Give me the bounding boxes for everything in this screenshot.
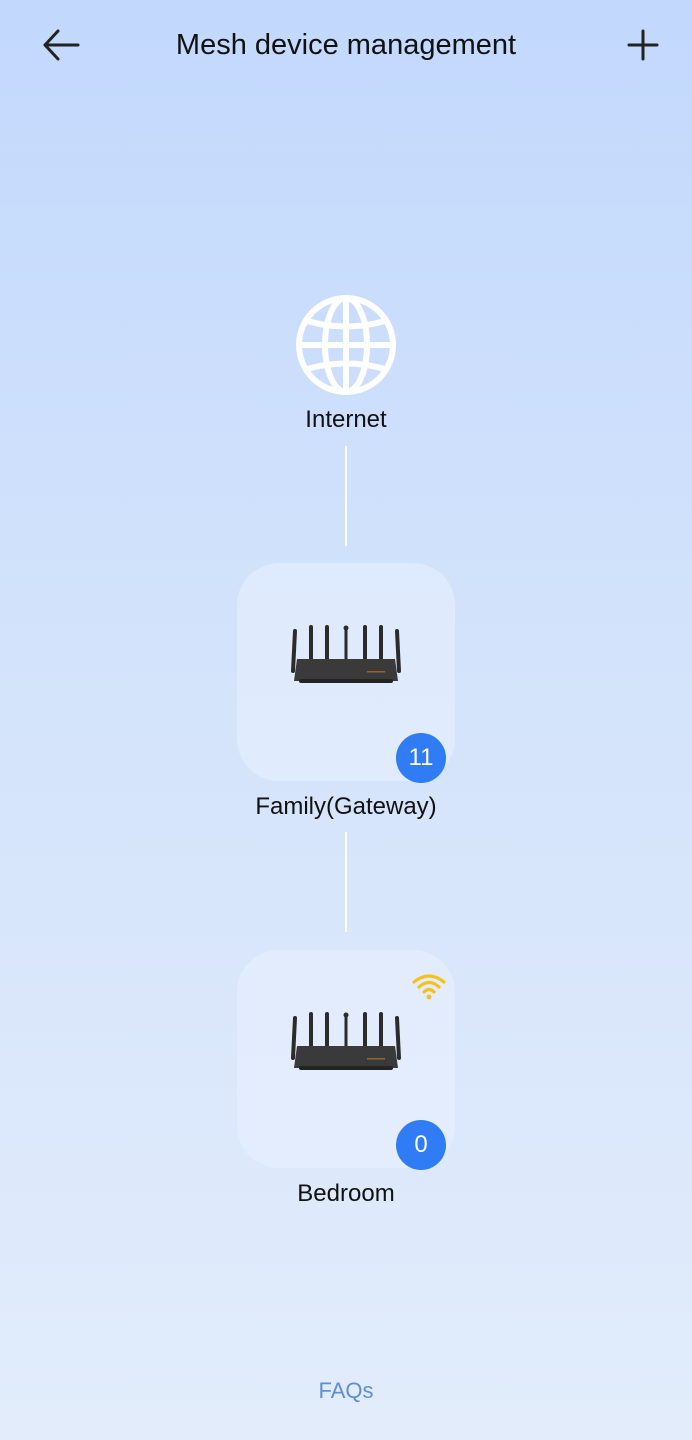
add-device-button[interactable] (622, 24, 664, 66)
router-icon (291, 625, 401, 683)
arrow-left-icon (43, 29, 80, 61)
router-label-gateway: Family(Gateway) (255, 793, 437, 820)
router-icon (291, 1012, 401, 1070)
globe-icon (296, 295, 396, 395)
connected-devices-badge: 11 (396, 733, 446, 783)
router-label-bedroom: Bedroom (297, 1180, 395, 1207)
top-bar: Mesh device management (0, 0, 692, 90)
plus-icon (627, 29, 659, 61)
router-card-gateway[interactable]: 11 (237, 563, 455, 783)
page-title: Mesh device management (175, 29, 517, 61)
wifi-icon (412, 974, 446, 1000)
connector-line (345, 832, 347, 932)
internet-node: Internet (246, 290, 446, 440)
router-card-bedroom[interactable]: 0 (237, 950, 455, 1170)
internet-label: Internet (305, 406, 387, 433)
back-button[interactable] (38, 26, 84, 64)
faqs-link[interactable]: FAQs (318, 1378, 374, 1403)
connected-devices-badge: 0 (396, 1120, 446, 1170)
connector-line (345, 446, 347, 546)
